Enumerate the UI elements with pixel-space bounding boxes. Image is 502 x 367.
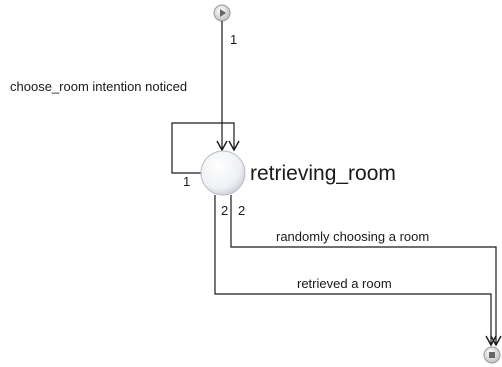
to-end-b-label: retrieved a room: [297, 276, 392, 291]
state-node[interactable]: [200, 150, 246, 196]
start-node[interactable]: [213, 4, 231, 22]
to-end-b-priority: 2: [221, 203, 228, 218]
transition-incoming[interactable]: [216, 21, 228, 152]
transition-to-end-b[interactable]: [214, 195, 497, 347]
to-end-a-label: randomly choosing a room: [276, 229, 429, 244]
incoming-priority: 1: [230, 32, 237, 47]
self-loop-priority: 1: [183, 174, 190, 189]
incoming-label: choose_room intention noticed: [10, 79, 187, 94]
transition-to-end-a[interactable]: [230, 195, 502, 347]
transition-self-loop[interactable]: [171, 122, 240, 174]
state-name: retrieving_room: [250, 162, 396, 185]
play-icon: [220, 9, 226, 17]
end-node[interactable]: [483, 346, 501, 364]
stop-icon: [489, 352, 495, 358]
to-end-a-priority: 2: [238, 203, 245, 218]
